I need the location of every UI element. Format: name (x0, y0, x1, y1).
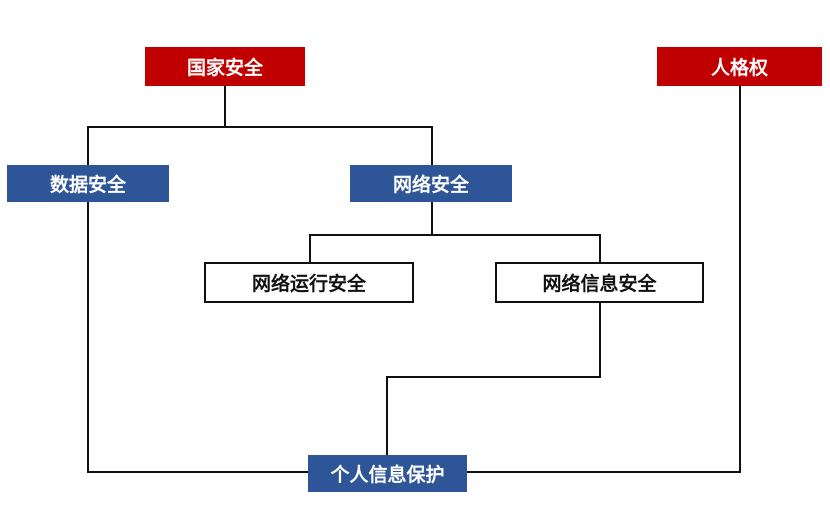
connector-national-to-data-network (87, 86, 226, 165)
node-network-security: 网络安全 (350, 165, 512, 202)
connector-data-to-personal (87, 202, 308, 473)
connector-personality-to-personal (467, 86, 741, 473)
connector-info-to-personal (386, 303, 601, 455)
node-network-information-security: 网络信息安全 (495, 262, 704, 303)
node-national-security: 国家安全 (145, 47, 305, 86)
node-data-security: 数据安全 (7, 165, 169, 202)
node-personal-information-protection: 个人信息保护 (308, 455, 467, 492)
node-network-operation-security: 网络运行安全 (204, 262, 414, 303)
node-personality-rights: 人格权 (657, 47, 822, 86)
connector-network-to-sub (309, 202, 433, 262)
connector-network-to-info (432, 234, 601, 262)
connector-national-to-network (225, 126, 433, 165)
